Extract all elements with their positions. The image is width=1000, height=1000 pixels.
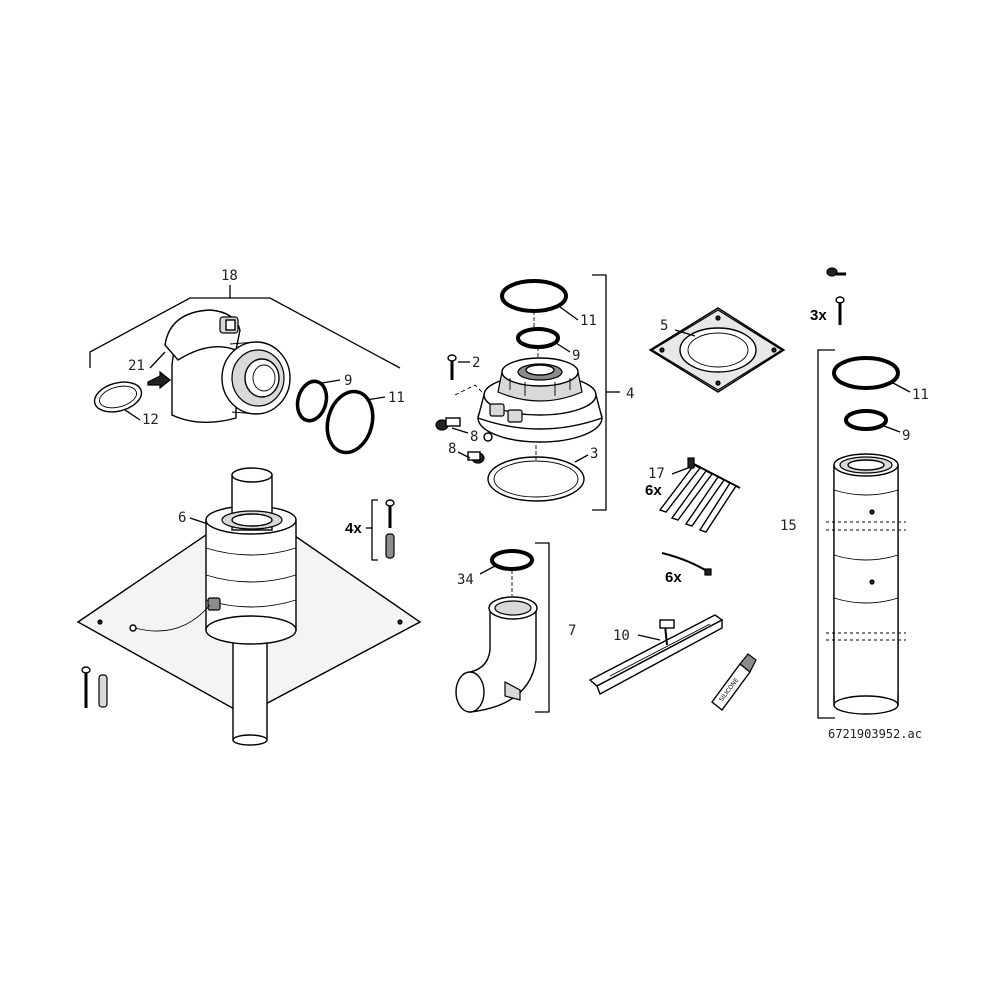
silicone-tube-part: SILICONE xyxy=(711,653,757,712)
bracket-15 xyxy=(817,349,835,719)
ring-11-left xyxy=(325,389,375,455)
ring-9-left xyxy=(295,379,329,423)
callout-8b: 8 xyxy=(448,441,456,457)
insert-arrow xyxy=(147,370,171,390)
screw-2-part xyxy=(447,354,457,380)
callout-11a: 11 xyxy=(388,390,405,406)
leader-9c xyxy=(883,425,901,433)
leader-6 xyxy=(189,517,209,525)
screws-4x-part xyxy=(366,499,395,561)
callout-11c: 11 xyxy=(912,387,929,403)
leader-34 xyxy=(479,565,496,575)
leader-11b xyxy=(559,306,579,321)
callout-8a: 8 xyxy=(470,429,478,445)
ring-9-right xyxy=(844,409,888,431)
anchor-bolts-part xyxy=(81,666,108,708)
elbow-part xyxy=(164,309,291,424)
clip-8-lower xyxy=(467,451,485,464)
leader-11a xyxy=(365,396,386,401)
pipe-assembly-group: 15 11 9 xyxy=(780,349,929,719)
callout-9b: 9 xyxy=(572,348,580,364)
callout-34: 34 xyxy=(457,572,474,588)
callout-6: 6 xyxy=(178,510,186,526)
bracket-7 xyxy=(535,542,550,713)
leader-12 xyxy=(124,409,141,421)
reference-number: 6721903952.ac xyxy=(828,727,922,741)
bend-87-part xyxy=(455,596,538,713)
adapter-assembly-group: 11 9 2 xyxy=(435,274,634,511)
quantity-6x-plugs: 6x xyxy=(645,482,662,499)
callout-7: 7 xyxy=(568,623,576,639)
seal-3-outer xyxy=(487,456,585,502)
mounting-rail-10-part xyxy=(588,614,724,695)
ring-34 xyxy=(490,549,534,571)
callout-15: 15 xyxy=(780,518,797,534)
callout-9c: 9 xyxy=(902,428,910,444)
callout-21: 21 xyxy=(128,358,145,374)
leader-9b xyxy=(555,342,571,353)
clip-8-upper xyxy=(435,417,461,431)
bracket-18 xyxy=(89,297,401,369)
cable-tie-part xyxy=(661,552,712,576)
cover-plate-5-part xyxy=(648,307,786,393)
elbow-assembly-group: 18 21 12 9 11 xyxy=(89,268,405,455)
leader-10 xyxy=(637,634,661,641)
quantity-6x-ties: 6x xyxy=(665,569,682,586)
leader-21 xyxy=(149,351,166,369)
ring-11-right xyxy=(832,356,900,390)
leader-11c xyxy=(892,382,911,393)
callout-4: 4 xyxy=(626,386,634,402)
callout-11b: 11 xyxy=(580,313,597,329)
flue-adapter-part xyxy=(477,357,603,443)
ring-9-mid xyxy=(516,327,560,349)
quantity-4x-screws: 4x xyxy=(345,520,362,537)
leader-8b xyxy=(457,451,471,459)
leader-5 xyxy=(674,329,696,337)
callout-5: 5 xyxy=(660,318,668,334)
callout-2: 2 xyxy=(472,355,480,371)
callout-18: 18 xyxy=(221,268,238,284)
oval-gasket-part xyxy=(93,381,143,413)
callout-9a: 9 xyxy=(344,373,352,389)
bend-assembly-group: 34 7 xyxy=(455,542,576,713)
flue-pipe-part xyxy=(826,453,906,715)
leader-9a xyxy=(321,379,341,384)
ring-11-mid xyxy=(500,279,568,313)
leader-3 xyxy=(574,454,589,463)
screws-top-right-part xyxy=(826,267,846,325)
wall-plugs-17-part xyxy=(658,457,741,533)
quantity-3x-screws: 3x xyxy=(810,307,827,324)
callout-12: 12 xyxy=(142,412,159,428)
roof-flashing-6-part xyxy=(76,467,422,746)
callout-10: 10 xyxy=(613,628,630,644)
seal-3-inner xyxy=(493,460,579,498)
callout-17: 17 xyxy=(648,466,665,482)
callout-3: 3 xyxy=(590,446,598,462)
leader-8a xyxy=(451,427,469,434)
